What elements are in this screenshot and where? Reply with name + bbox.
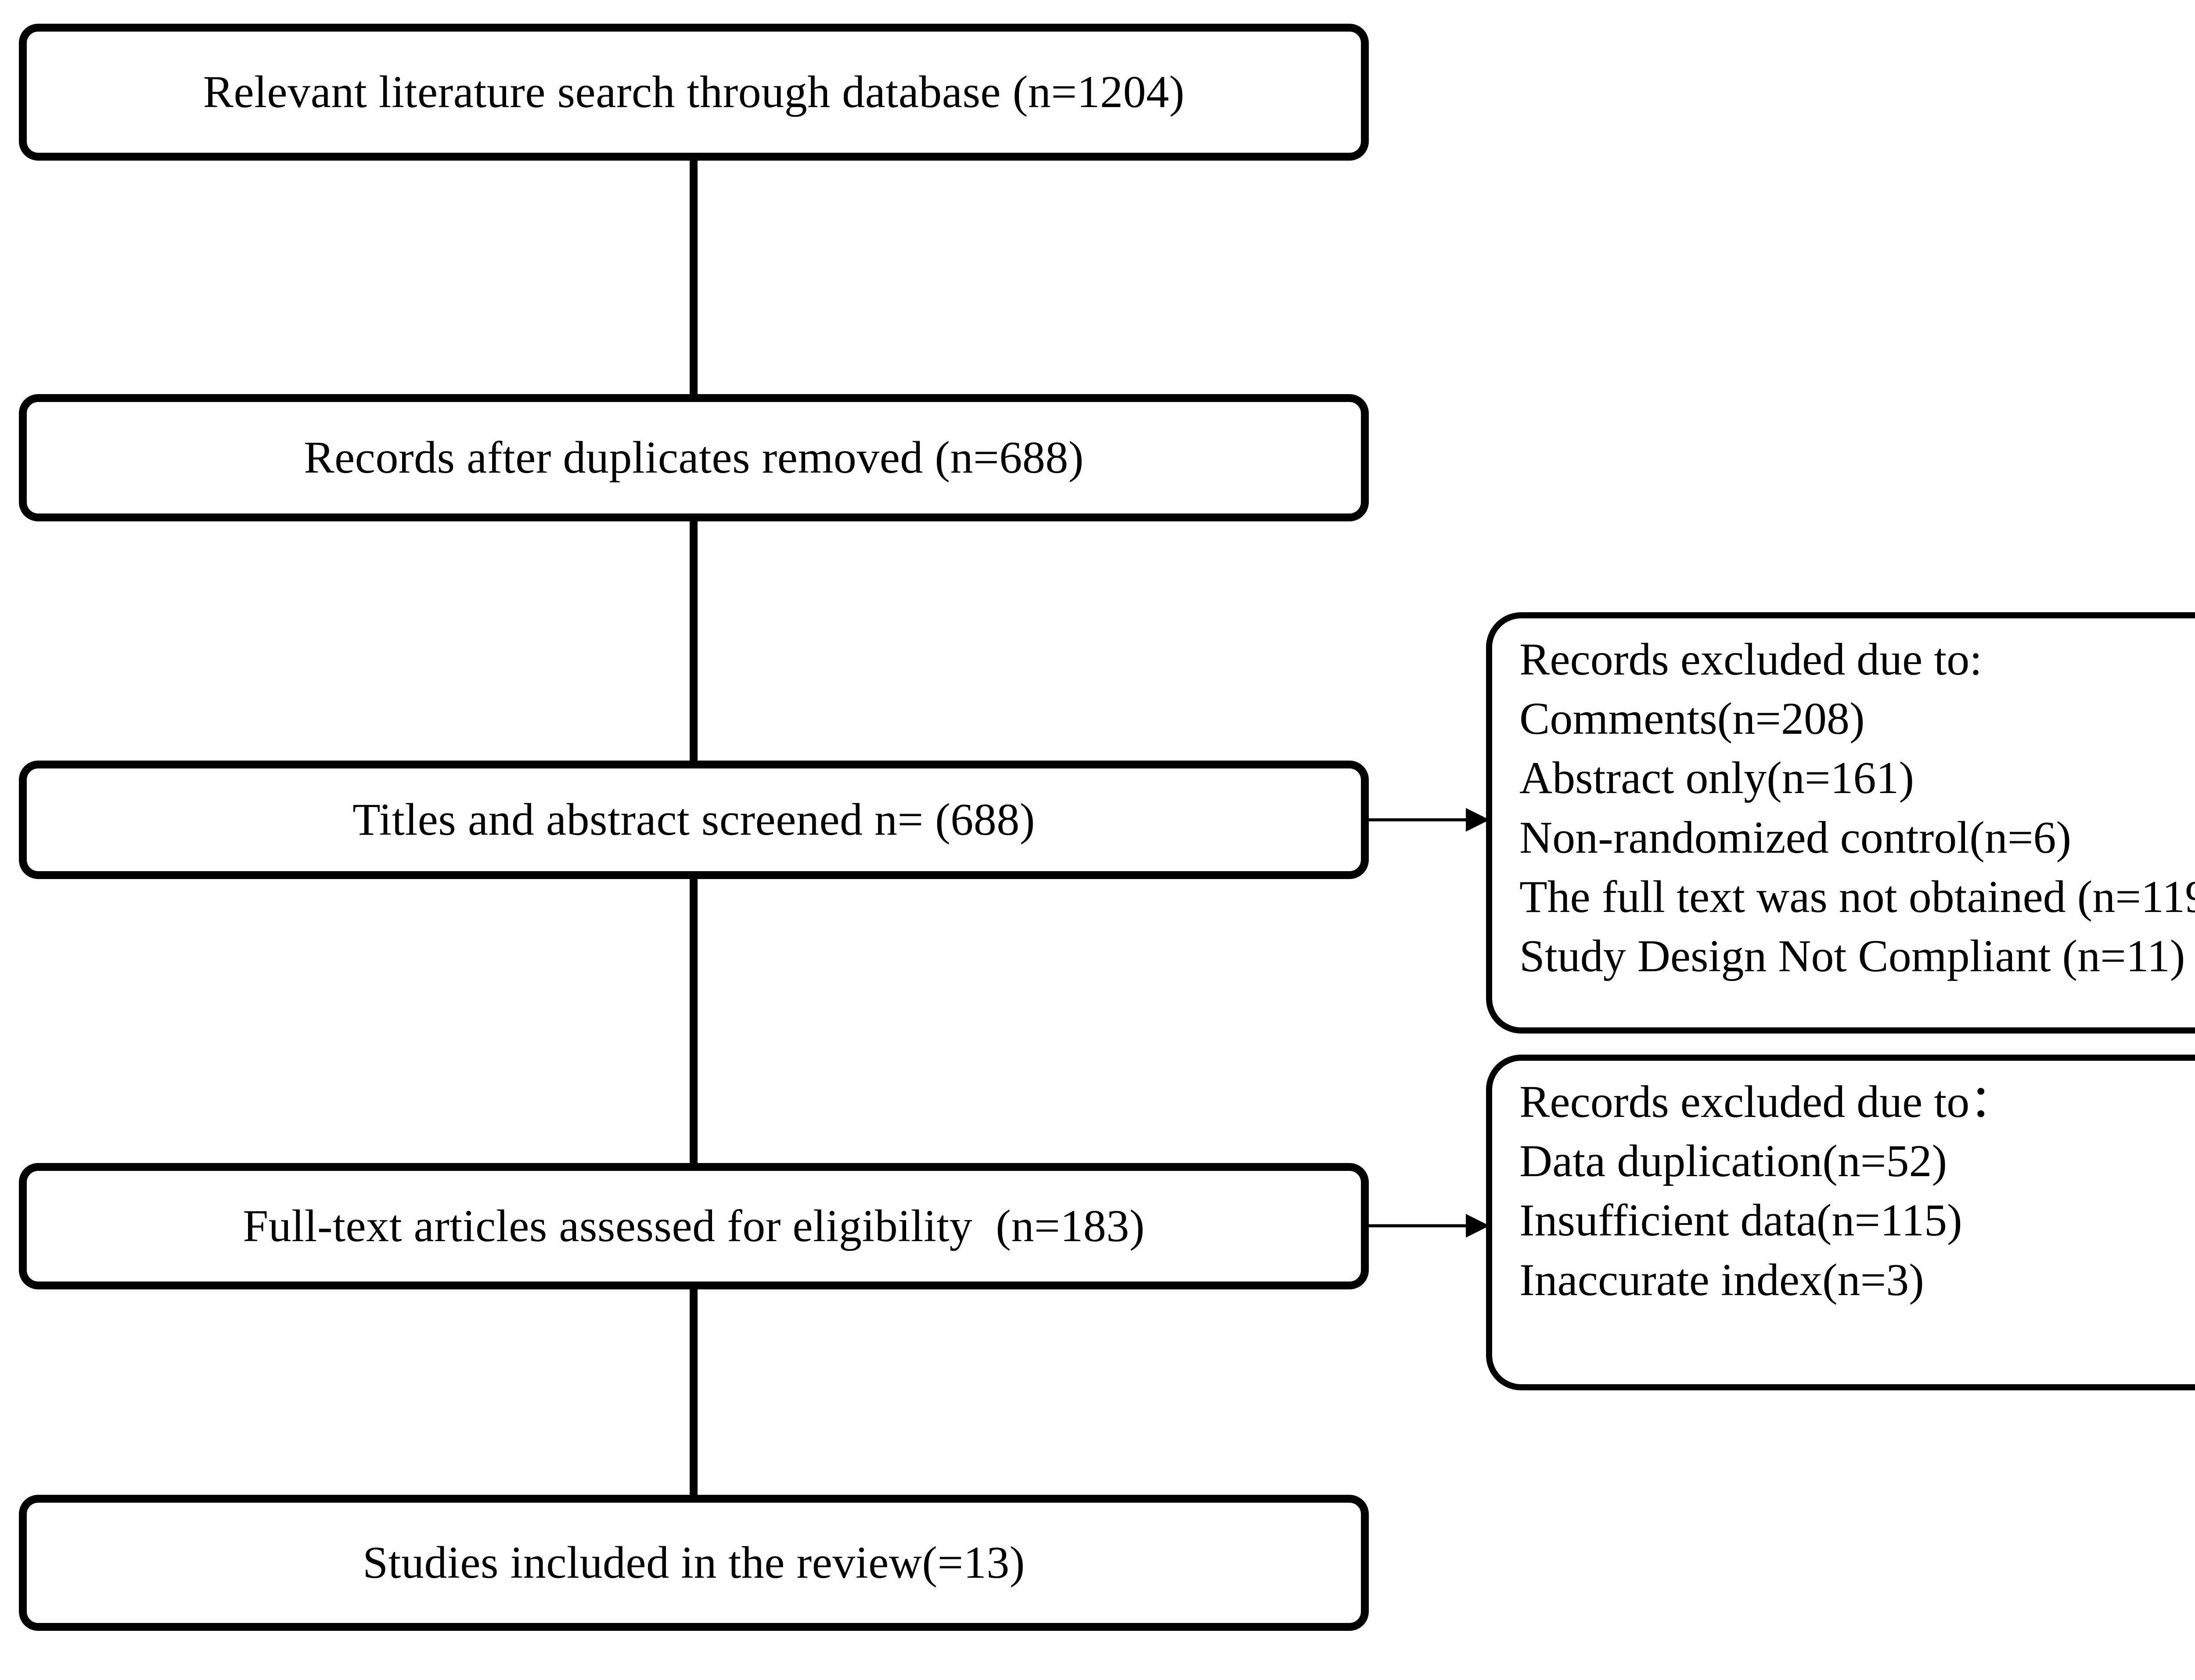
connector-fulltext-to-included <box>690 1286 698 1497</box>
screening-exclusions-header: Records excluded due to: <box>1519 634 1983 685</box>
screening-exclusions-reason-full-text-not-obtained: The full text was not obtained (n=119) <box>1519 871 2195 922</box>
screening-exclusions-lines: Records excluded due to: Comments(n=208)… <box>1492 630 2195 986</box>
arrow-screening-to-exclusions <box>1369 800 1490 840</box>
eligibility-exclusions-reason-inaccurate-index: Inaccurate index(n=3) <box>1519 1254 1924 1305</box>
arrow-shaft <box>1369 818 1470 822</box>
connector-screening-to-fulltext <box>690 876 698 1166</box>
connector-identification-to-duplicates <box>690 158 698 397</box>
screening-exclusions-reason-abstract-only: Abstract only(n=161) <box>1519 753 1914 804</box>
arrow-head <box>1466 1214 1490 1238</box>
box-titles-abstracts-screened[interactable]: Titles and abstract screened n= (688) <box>19 761 1369 879</box>
box-screening-exclusions[interactable]: Records excluded due to: Comments(n=208)… <box>1486 612 2195 1034</box>
eligibility-exclusions-reason-insufficient-data: Insufficient data(n=115) <box>1519 1195 1962 1246</box>
eligibility-exclusions-lines: Records excluded due to： Data duplicatio… <box>1492 1072 2195 1310</box>
eligibility-exclusions-header: Records excluded due to： <box>1519 1077 2015 1127</box>
box-duplicates-removed[interactable]: Records after duplicates removed (n=688) <box>19 394 1369 521</box>
box-titles-abstracts-screened-label: Titles and abstract screened n= (688) <box>353 794 1035 845</box>
box-full-text-assessed-label: Full-text articles assessed for eligibil… <box>243 1200 1145 1251</box>
box-identification[interactable]: Relevant literature search through datab… <box>19 24 1369 161</box>
eligibility-exclusions-reason-data-duplication: Data duplication(n=52) <box>1519 1136 1947 1187</box>
arrow-head <box>1466 808 1490 832</box>
screening-exclusions-reason-non-randomized-control: Non-randomized control(n=6) <box>1519 812 2072 863</box>
box-studies-included-label: Studies included in the review(=13) <box>363 1537 1025 1588</box>
connector-duplicates-to-screening <box>690 518 698 764</box>
box-studies-included[interactable]: Studies included in the review(=13) <box>19 1495 1369 1631</box>
box-full-text-assessed[interactable]: Full-text articles assessed for eligibil… <box>19 1163 1369 1289</box>
arrow-shaft <box>1369 1224 1470 1228</box>
box-eligibility-exclusions[interactable]: Records excluded due to： Data duplicatio… <box>1486 1055 2195 1390</box>
screening-exclusions-reason-study-design-not-compliant: Study Design Not Compliant (n=11) <box>1519 930 2185 981</box>
arrow-fulltext-to-exclusions <box>1369 1206 1490 1246</box>
box-duplicates-removed-label: Records after duplicates removed (n=688) <box>304 432 1084 483</box>
box-identification-label: Relevant literature search through datab… <box>203 66 1185 117</box>
screening-exclusions-reason-comments: Comments(n=208) <box>1519 693 1865 744</box>
